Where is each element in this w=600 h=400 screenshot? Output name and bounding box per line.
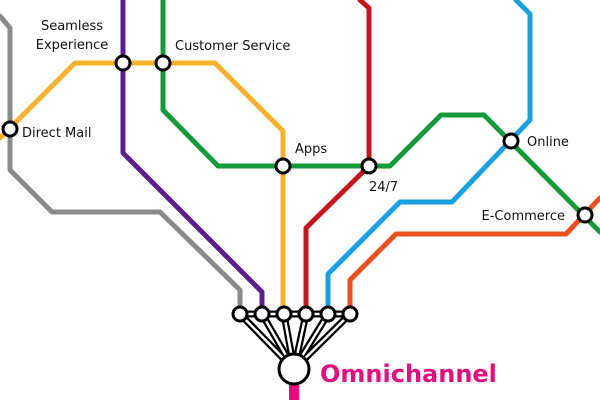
omnichannel-station [277,352,311,386]
hub-spoke [260,312,291,363]
hub-spoke [238,312,288,363]
station-24-7[interactable] [360,157,378,175]
blue-line [325,0,533,316]
hub-node [297,305,315,323]
label-seamless: Seamless [41,19,103,34]
purple-line [120,0,265,316]
hub-node [231,305,249,323]
hub-node [253,305,271,323]
label-online: Online [527,135,569,150]
station-ecommerce[interactable] [576,206,594,224]
hub-spoke [301,312,352,363]
label-apps: Apps [295,142,327,157]
orange-line [347,195,600,316]
label-ecommerce: E-Commerce [482,209,565,224]
label-customer-service: Customer Service [175,39,290,54]
label-experience: Experience [36,38,109,53]
station-customer-service[interactable] [154,54,172,72]
label-direct-mail: Direct Mail [22,126,91,141]
hub-node [275,305,293,323]
station-seamless-experience[interactable] [114,54,132,72]
station-online[interactable] [502,132,520,150]
label-24-7: 24/7 [369,180,398,195]
yellow-line [0,60,286,316]
green-line [160,0,600,235]
hub-node [341,305,359,323]
station-direct-mail[interactable] [1,120,19,138]
omnichannel-hub [231,305,359,386]
gray-line [0,13,243,316]
omnichannel-title: Omnichannel [320,360,497,388]
hub-spoke [297,312,330,363]
station-apps[interactable] [274,157,292,175]
hub-node [319,305,337,323]
